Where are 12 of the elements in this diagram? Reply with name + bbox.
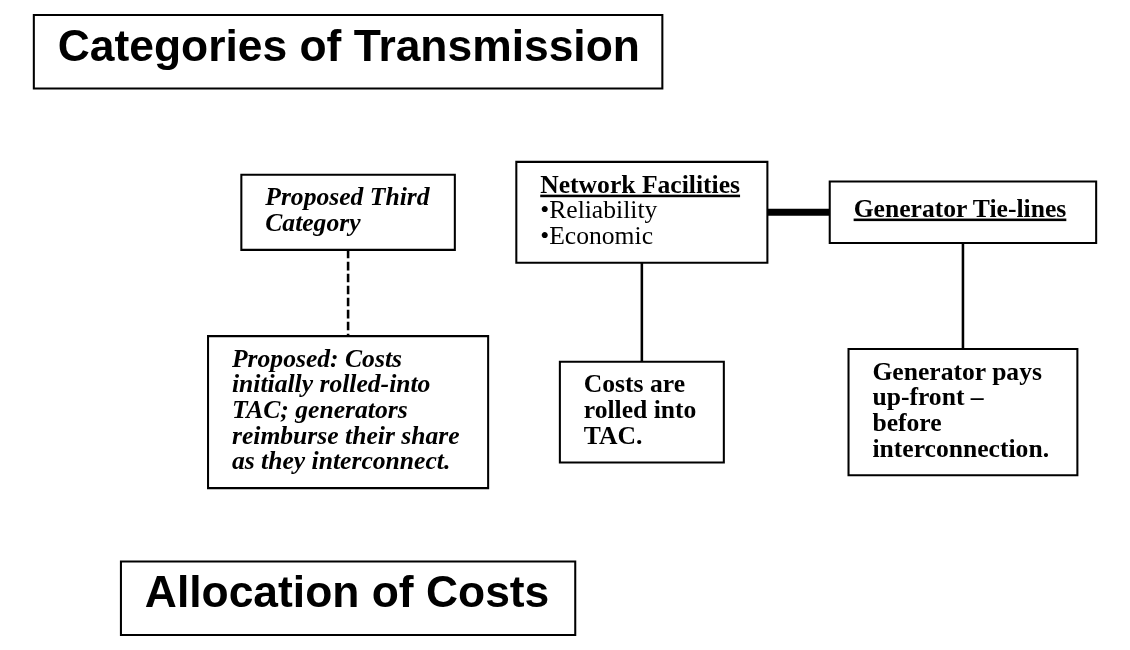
connector	[346, 250, 350, 336]
node-box: Proposed Third Category	[240, 173, 456, 251]
connector	[767, 208, 830, 216]
node-box: Generator pays up-front – before interconnection.	[847, 347, 1079, 477]
node-box: Generator Tie-lines	[828, 180, 1098, 245]
connector	[640, 263, 644, 362]
node-box: Proposed: Costs initially rolled-into TAC; generators reimburse their share as they interconnect.	[207, 335, 490, 490]
node-box: Costs are rolled into TAC.	[558, 360, 725, 464]
node-box: Categories of Transmission	[32, 14, 664, 90]
node-box: Allocation of Costs	[119, 560, 577, 636]
node-box: Network Facilities •Reliability •Economic	[515, 160, 769, 264]
connector	[961, 243, 965, 349]
